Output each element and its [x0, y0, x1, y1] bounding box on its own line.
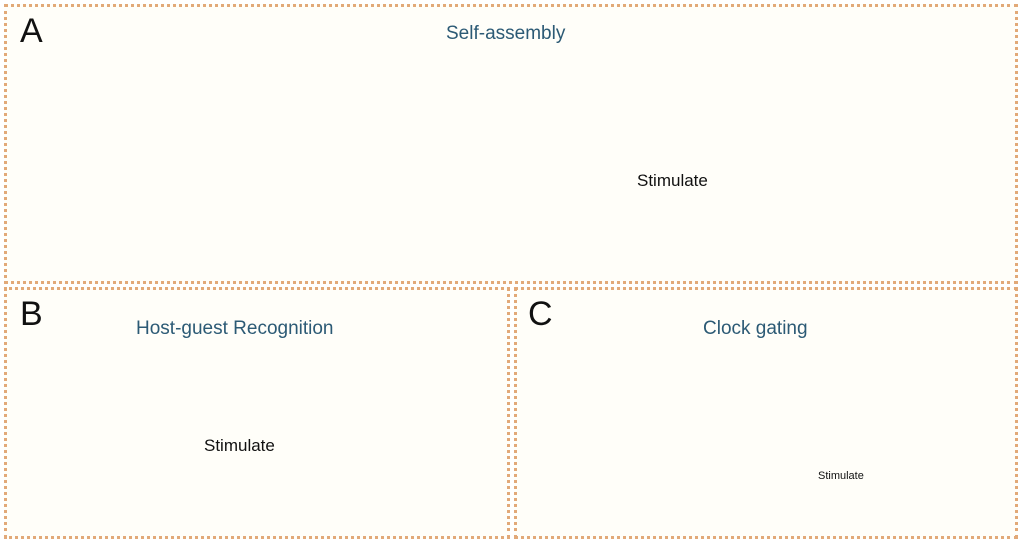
- panel-letter-b: B: [20, 295, 43, 333]
- panel-c-arrow-label: Stimulate: [818, 470, 864, 482]
- panel-a-arrow-label: Stimulate: [637, 171, 708, 190]
- panel-b: [4, 287, 510, 539]
- panel-b-arrow-label: Stimulate: [204, 436, 275, 455]
- panel-b-title: Host-guest Recognition: [136, 318, 334, 339]
- panel-a-title: Self-assembly: [446, 23, 566, 44]
- panel-letter-c: C: [528, 295, 553, 333]
- panel-letter-a: A: [20, 12, 43, 50]
- panel-c-title: Clock gating: [703, 318, 808, 339]
- panel-a: [4, 4, 1018, 284]
- panel-c: [514, 287, 1018, 539]
